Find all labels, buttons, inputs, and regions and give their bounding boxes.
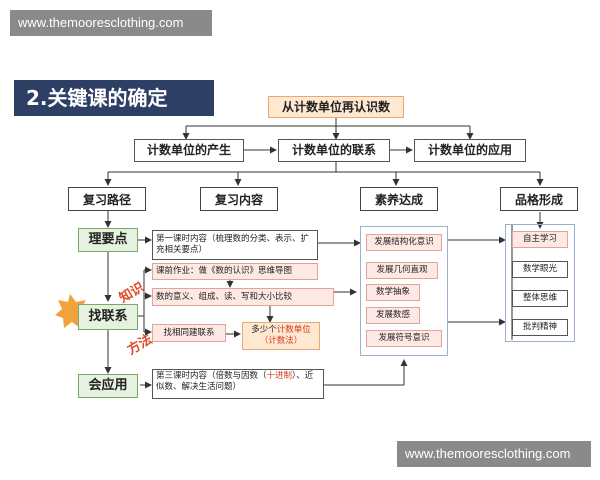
content-lesson3: 第三课时内容（倍数与因数（十进制）、近似数、解决生活问题）: [152, 369, 324, 399]
path-node-organize: 理要点: [78, 228, 138, 252]
star-burst-icon: [55, 294, 88, 328]
highlight-red: 计数单位: [276, 325, 311, 336]
content-highlight: 多少个计数单位 （计数法）: [242, 322, 320, 350]
lesson3-post: ）、近似数、解决生活问题）: [156, 371, 314, 392]
literacy-structure: 发展结构化意识: [366, 234, 442, 251]
literacy-number-sense: 发展数感: [366, 307, 420, 324]
highlight-sub: （计数法）: [259, 336, 303, 346]
unit-origin: 计数单位的产生: [134, 139, 244, 162]
character-critical: 批判精神: [512, 319, 568, 336]
unit-link: 计数单位的联系: [278, 139, 390, 162]
unit-application: 计数单位的应用: [414, 139, 526, 162]
path-node-connect: 找联系: [78, 304, 138, 330]
header-content: 复习内容: [200, 187, 278, 211]
character-holistic: 整体思维: [512, 290, 568, 307]
literacy-geometry: 发展几何直观: [366, 262, 438, 279]
content-meaning: 数的意义、组成、读、写和大小比较: [152, 288, 334, 306]
header-path: 复习路径: [68, 187, 146, 211]
literacy-symbol: 发展符号意识: [366, 330, 442, 347]
watermark-top: www.themooresclothing.com: [10, 10, 212, 36]
header-character: 品格形成: [500, 187, 578, 211]
character-self-study: 自主学习: [512, 231, 568, 248]
lesson3-pre: 第三课时内容（倍数与因数（: [156, 371, 267, 381]
header-literacy: 素养达成: [360, 187, 438, 211]
content-homework: 课前作业：做《数的认识》思维导图: [152, 263, 318, 280]
content-find-link: 找相同建联系: [152, 324, 226, 342]
highlight-pre: 多少个: [251, 325, 277, 336]
character-math-eye: 数学眼光: [512, 261, 568, 278]
section-title: 2.关键课的确定: [14, 80, 214, 116]
literacy-frame: [360, 226, 448, 356]
root-node: 从计数单位再认识数: [268, 96, 404, 118]
path-node-apply: 会应用: [78, 374, 138, 398]
lesson3-red: 十进制: [266, 371, 293, 381]
character-frame: [505, 224, 575, 342]
literacy-abstraction: 数学抽象: [366, 284, 420, 301]
watermark-bottom: www.themooresclothing.com: [397, 441, 591, 467]
content-lesson1: 第一课时内容（梳理数的分类、表示、扩充相关要点）: [152, 230, 318, 260]
